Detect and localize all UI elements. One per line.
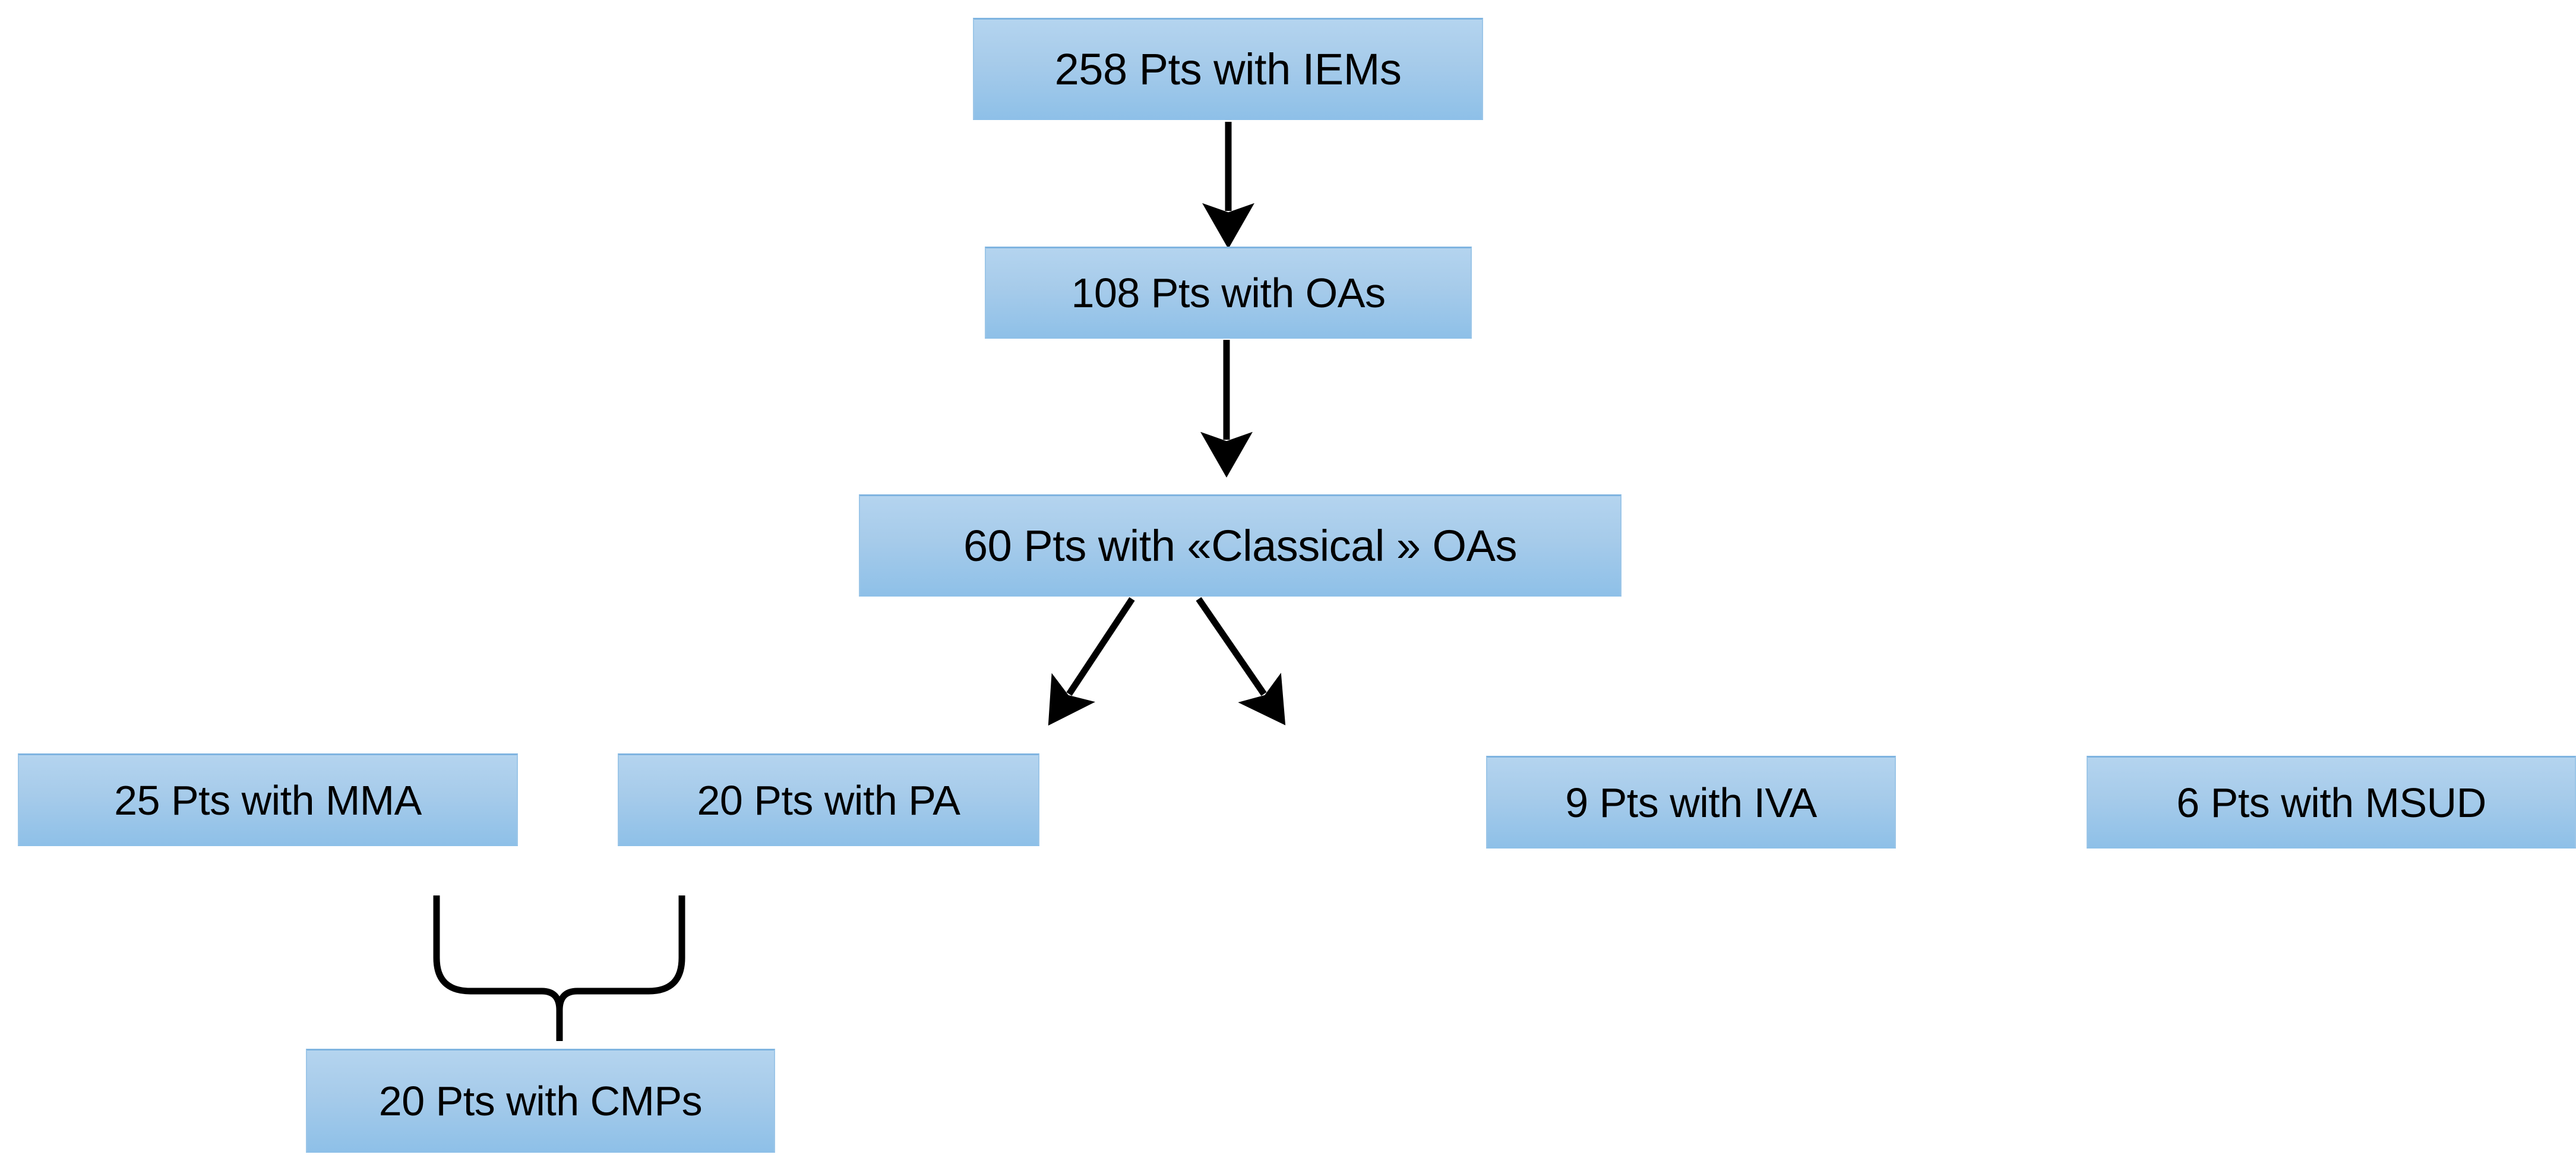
node-label: 9 Pts with IVA — [1565, 779, 1817, 826]
node-label: 6 Pts with MSUD — [2176, 779, 2486, 826]
node-20-pts-with-cmps[interactable]: 20 Pts with CMPs — [306, 1049, 775, 1153]
arrow-classical-oas-to-right-branch — [1196, 597, 1286, 726]
node-label: 25 Pts with MMA — [114, 777, 422, 824]
node-108-pts-with-oas[interactable]: 108 Pts with OAs — [985, 247, 1472, 339]
node-label: 20 Pts with PA — [697, 777, 960, 824]
node-25-pts-with-mma[interactable]: 25 Pts with MMA — [18, 753, 518, 846]
node-20-pts-with-pa[interactable]: 20 Pts with PA — [618, 753, 1039, 846]
node-6-pts-with-msud[interactable]: 6 Pts with MSUD — [2087, 756, 2576, 849]
arrow-classical-oas-to-left-branch — [1048, 597, 1135, 726]
node-9-pts-with-iva[interactable]: 9 Pts with IVA — [1486, 756, 1896, 849]
node-60-pts-with-classical-oas[interactable]: 60 Pts with «Classical » OAs — [859, 494, 1622, 597]
node-label: 60 Pts with «Classical » OAs — [963, 521, 1517, 570]
node-label: 258 Pts with IEMs — [1054, 44, 1402, 94]
node-258-pts-with-iems[interactable]: 258 Pts with IEMs — [973, 18, 1483, 120]
curly-brace-mma-pa-to-cmps — [433, 895, 685, 1014]
node-label: 108 Pts with OAs — [1071, 270, 1386, 316]
node-label: 20 Pts with CMPs — [378, 1078, 703, 1124]
